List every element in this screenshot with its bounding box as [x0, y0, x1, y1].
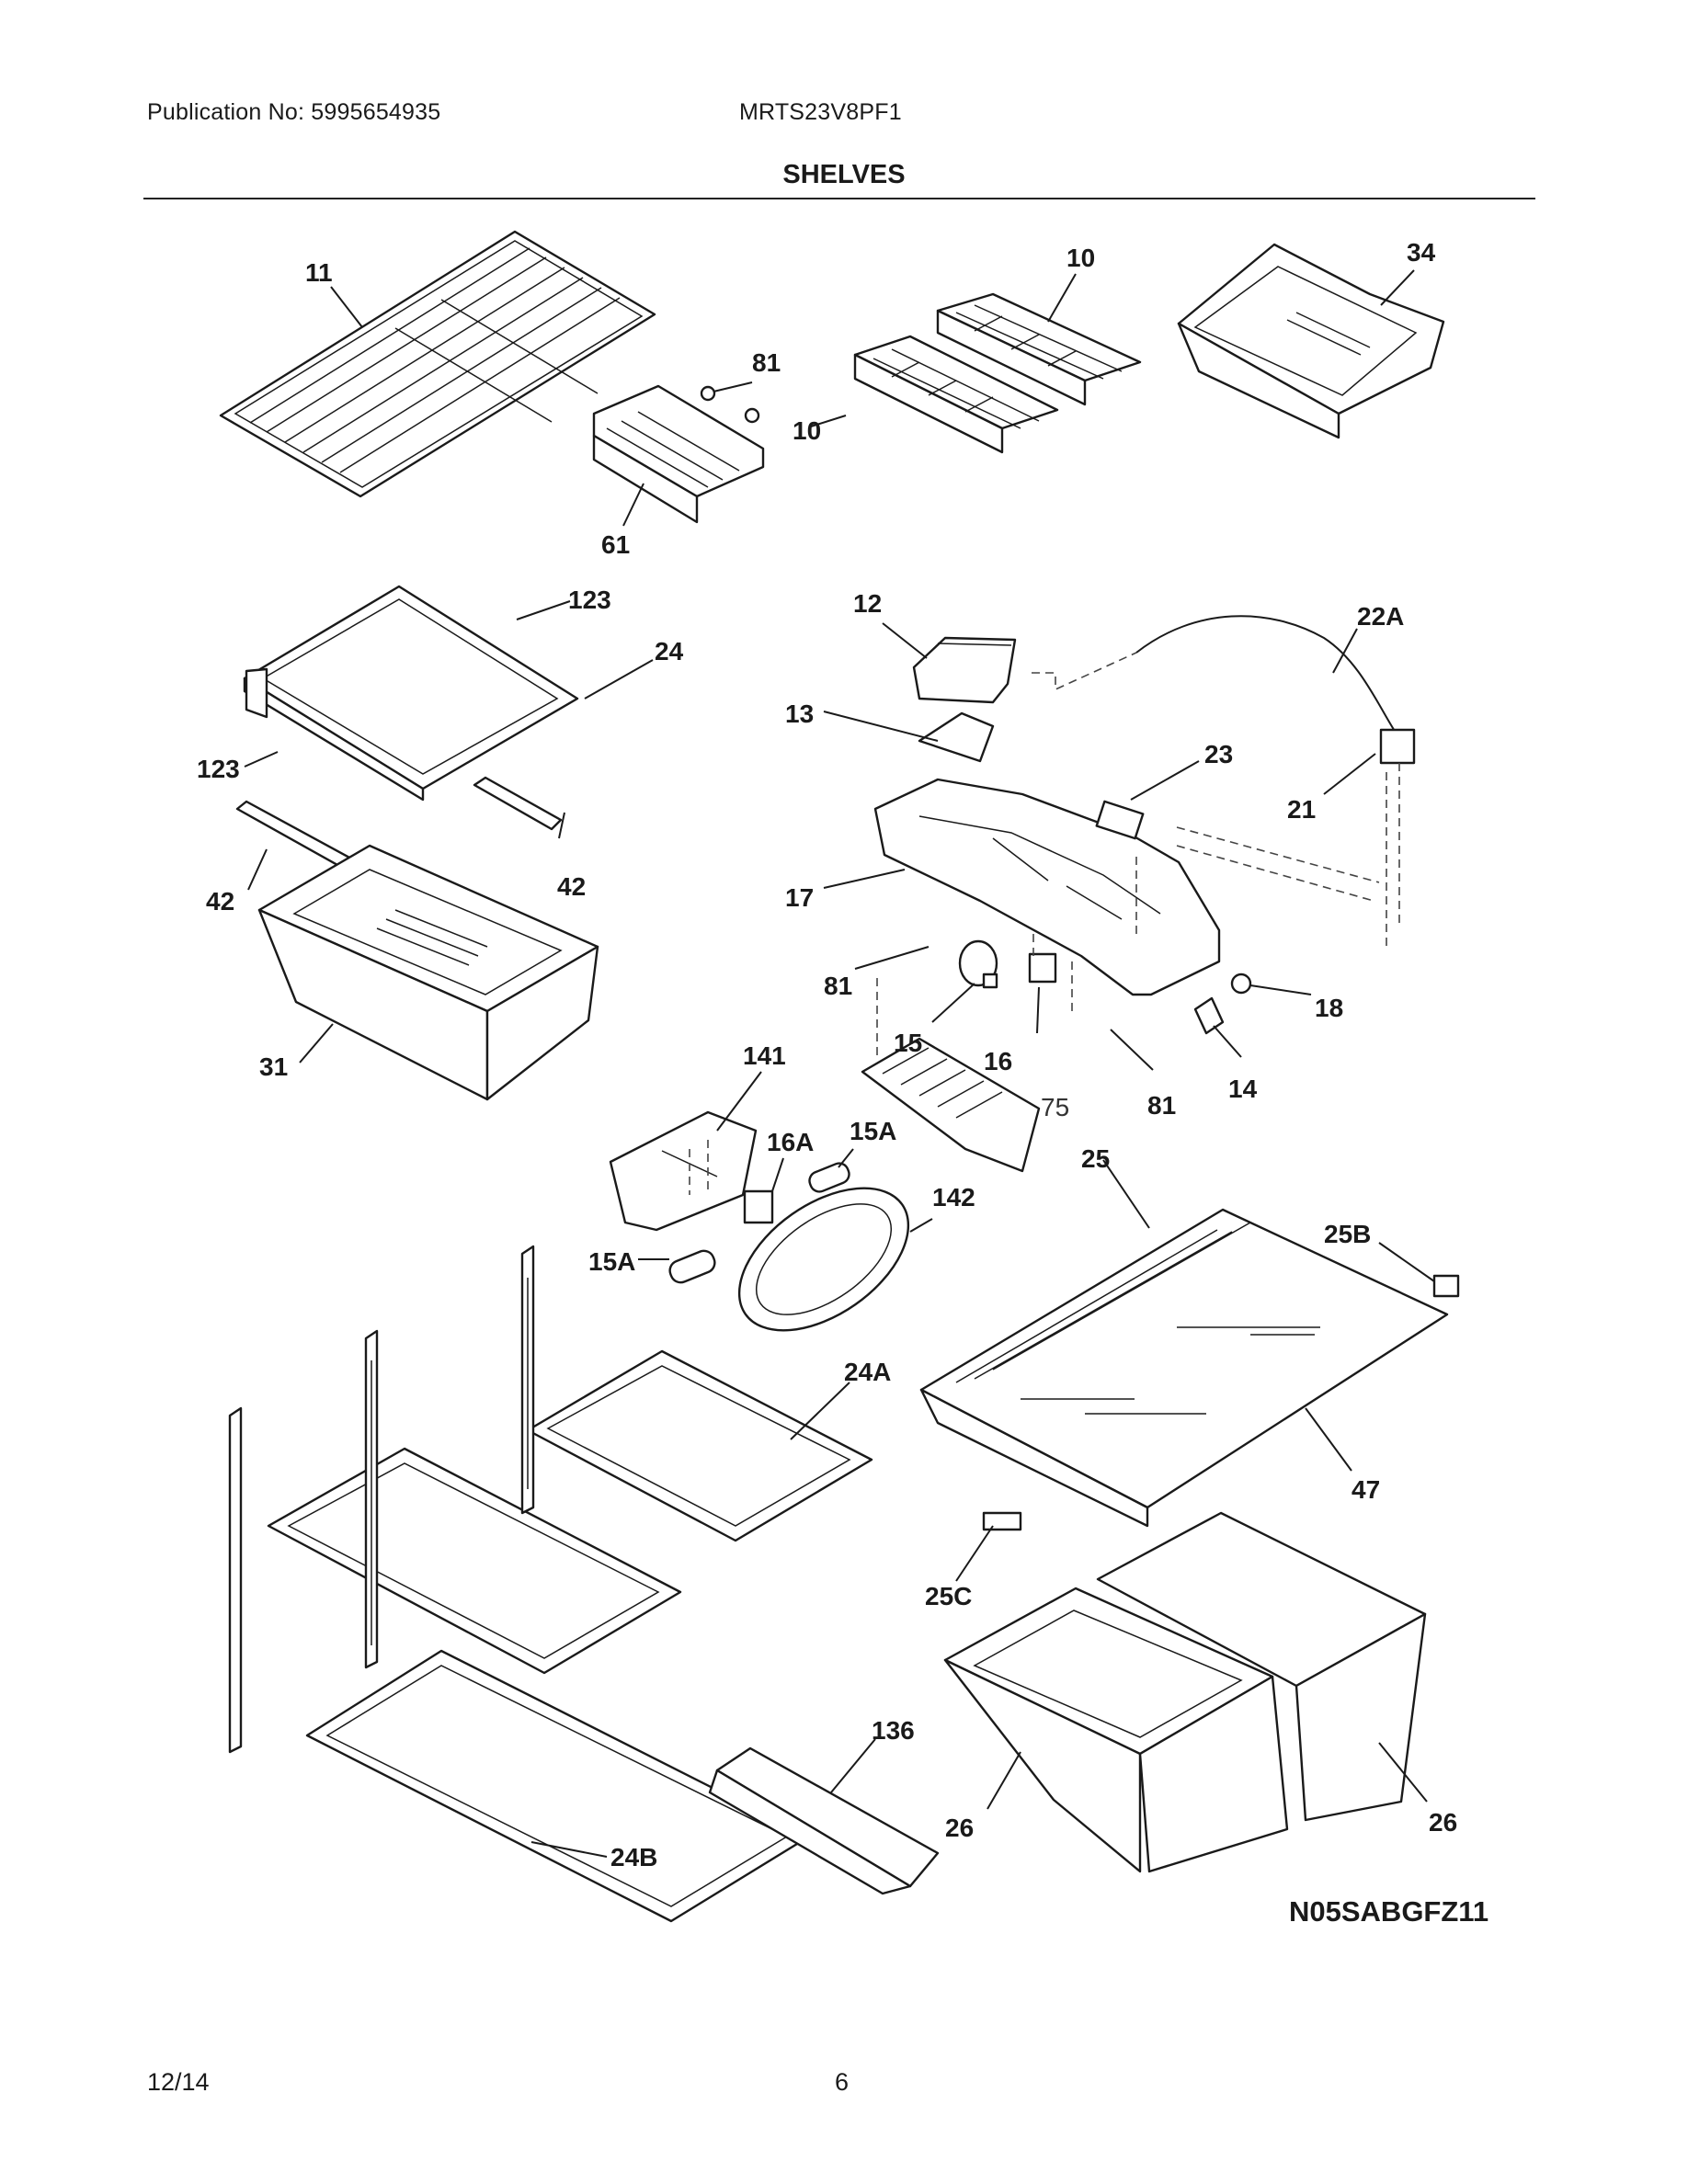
callout-10: 10 — [793, 416, 821, 445]
callout-81: 81 — [824, 972, 852, 1000]
callout-16: 16 — [984, 1047, 1012, 1075]
callout-61: 61 — [601, 530, 630, 559]
callout-141: 141 — [743, 1041, 786, 1070]
callout-42: 42 — [206, 887, 234, 916]
part-socket — [1028, 952, 1057, 984]
part-shelf-24A — [267, 1349, 873, 1923]
callout-142: 142 — [932, 1183, 975, 1211]
callout-15: 15 — [894, 1029, 922, 1057]
callout-labels: 11 10 34 81 10 61 123 24 123 42 42 31 12… — [197, 238, 1457, 1871]
callout-26: 26 — [1429, 1808, 1457, 1837]
callout-23: 23 — [1204, 740, 1233, 768]
callout-42: 42 — [557, 872, 586, 901]
callout-22A: 22A — [1357, 602, 1404, 631]
callout-18: 18 — [1315, 994, 1343, 1022]
publication-number: Publication No: 5995654935 — [147, 99, 441, 125]
part-136 — [708, 1746, 940, 1895]
part-13 — [918, 711, 995, 763]
callout-81: 81 — [752, 348, 781, 377]
callout-12: 12 — [853, 589, 882, 618]
part-wire-harness — [1135, 615, 1416, 765]
callout-25: 25 — [1081, 1144, 1110, 1173]
callout-16A: 16A — [767, 1128, 814, 1156]
callout-34: 34 — [1407, 238, 1436, 267]
part-bin — [1177, 243, 1445, 439]
part-ice-tray — [853, 292, 1142, 454]
part-12 — [912, 636, 1017, 704]
part-bracket — [592, 384, 765, 524]
callout-31: 31 — [259, 1052, 288, 1081]
part-25C — [982, 1511, 1022, 1531]
footer-date: 12/14 — [147, 2068, 210, 2096]
part-15A-bulb — [668, 1162, 850, 1284]
model-number: MRTS23V8PF1 — [739, 99, 902, 125]
callout-11: 11 — [305, 258, 333, 287]
callout-24A: 24A — [844, 1358, 891, 1386]
part-shelf-standard — [228, 1245, 535, 1754]
callout-81: 81 — [1147, 1091, 1176, 1120]
leader-lines — [244, 269, 1435, 1858]
part-wire-shelf — [219, 230, 656, 498]
part-light-housing — [609, 1110, 758, 1232]
page-title: SHELVES — [782, 160, 906, 189]
part-16A — [743, 1189, 774, 1224]
callout-47: 47 — [1352, 1475, 1380, 1504]
part-crisper-drawer — [943, 1511, 1427, 1873]
callout-14: 14 — [1228, 1075, 1258, 1103]
callout-25B: 25B — [1324, 1220, 1371, 1248]
part-14 — [1193, 996, 1225, 1035]
callout-25C: 25C — [925, 1582, 972, 1610]
callout-15A: 15A — [588, 1247, 635, 1276]
part-bulb — [958, 939, 998, 989]
part-drawer-cover — [919, 1208, 1449, 1528]
diagram-code: N05SABGFZ11 — [1289, 1895, 1488, 1928]
callout-123: 123 — [568, 586, 611, 614]
callout-17: 17 — [785, 883, 814, 912]
callout-13: 13 — [785, 700, 814, 728]
callout-136: 136 — [872, 1716, 915, 1745]
callout-24B: 24B — [610, 1843, 657, 1871]
part-18 — [1230, 973, 1252, 995]
part-25B — [1432, 1274, 1460, 1298]
part-housing — [873, 778, 1221, 996]
title-rule — [143, 198, 1535, 199]
callout-26: 26 — [945, 1814, 974, 1842]
part-shelf-24 — [243, 585, 579, 802]
part-lens — [737, 1187, 910, 1332]
page-number: 6 — [835, 2068, 850, 2096]
part-crisper-pan — [257, 844, 599, 1101]
callout-24: 24 — [655, 637, 684, 665]
callout-21: 21 — [1287, 795, 1316, 824]
callout-75: 75 — [1041, 1093, 1069, 1121]
callout-10: 10 — [1066, 244, 1095, 272]
callout-15A: 15A — [850, 1117, 896, 1145]
callout-123: 123 — [197, 755, 240, 783]
part-light-cover — [861, 1037, 1041, 1173]
